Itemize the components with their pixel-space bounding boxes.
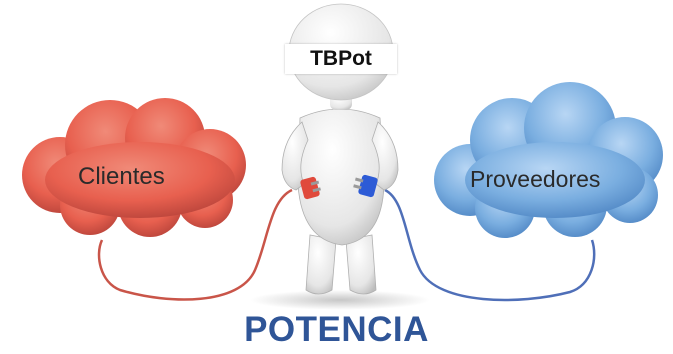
floor-shadow [250, 290, 430, 310]
right-cloud [434, 82, 663, 238]
right-cloud-label: Proveedores [470, 166, 601, 192]
red-plug-icon [300, 176, 321, 200]
left-cloud-label: Clientes [78, 163, 165, 190]
person-figure [281, 3, 399, 295]
right-cable [384, 188, 596, 302]
left-cable [97, 188, 293, 301]
blue-plug-icon [353, 174, 378, 198]
caption: POTENCIA [244, 310, 429, 349]
left-cloud [22, 98, 246, 237]
name-tag: TBPot [285, 44, 397, 74]
